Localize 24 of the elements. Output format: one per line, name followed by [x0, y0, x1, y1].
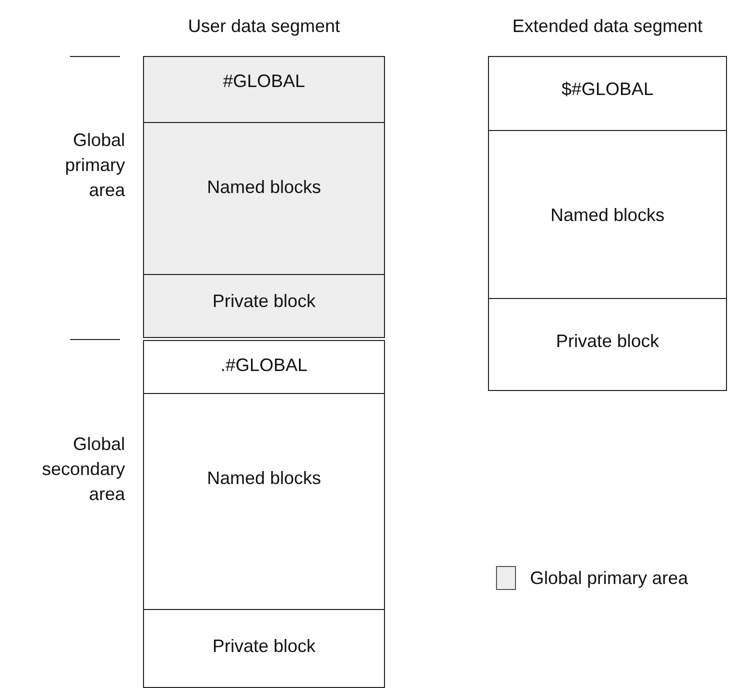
block-label: Private block [212, 291, 316, 312]
memory-block [143, 393, 385, 610]
shaded-memory-block [143, 56, 385, 123]
shaded-memory-block [143, 274, 385, 338]
block-label: $#GLOBAL [561, 79, 654, 100]
shaded-memory-block [143, 122, 385, 275]
segment-heading: Extended data segment [511, 16, 704, 37]
area-label: Global primary area [64, 129, 125, 202]
block-label: Named blocks [206, 177, 322, 198]
memory-block [143, 609, 385, 688]
segment-column [143, 16, 385, 688]
block-label: Named blocks [206, 468, 322, 489]
memory-block [488, 298, 727, 391]
legend-text: Global primary area [530, 568, 688, 588]
memory-block [488, 130, 727, 299]
block-label: .#GLOBAL [220, 355, 308, 376]
memory-block [143, 340, 385, 394]
area-label: Global secondary area [40, 433, 125, 506]
block-label: Private block [556, 331, 660, 352]
block-label: Private block [212, 636, 316, 657]
memory-block [488, 56, 727, 131]
segment-heading: User data segment [186, 16, 342, 37]
block-label: #GLOBAL [222, 71, 306, 92]
block-label: Named blocks [550, 205, 665, 226]
